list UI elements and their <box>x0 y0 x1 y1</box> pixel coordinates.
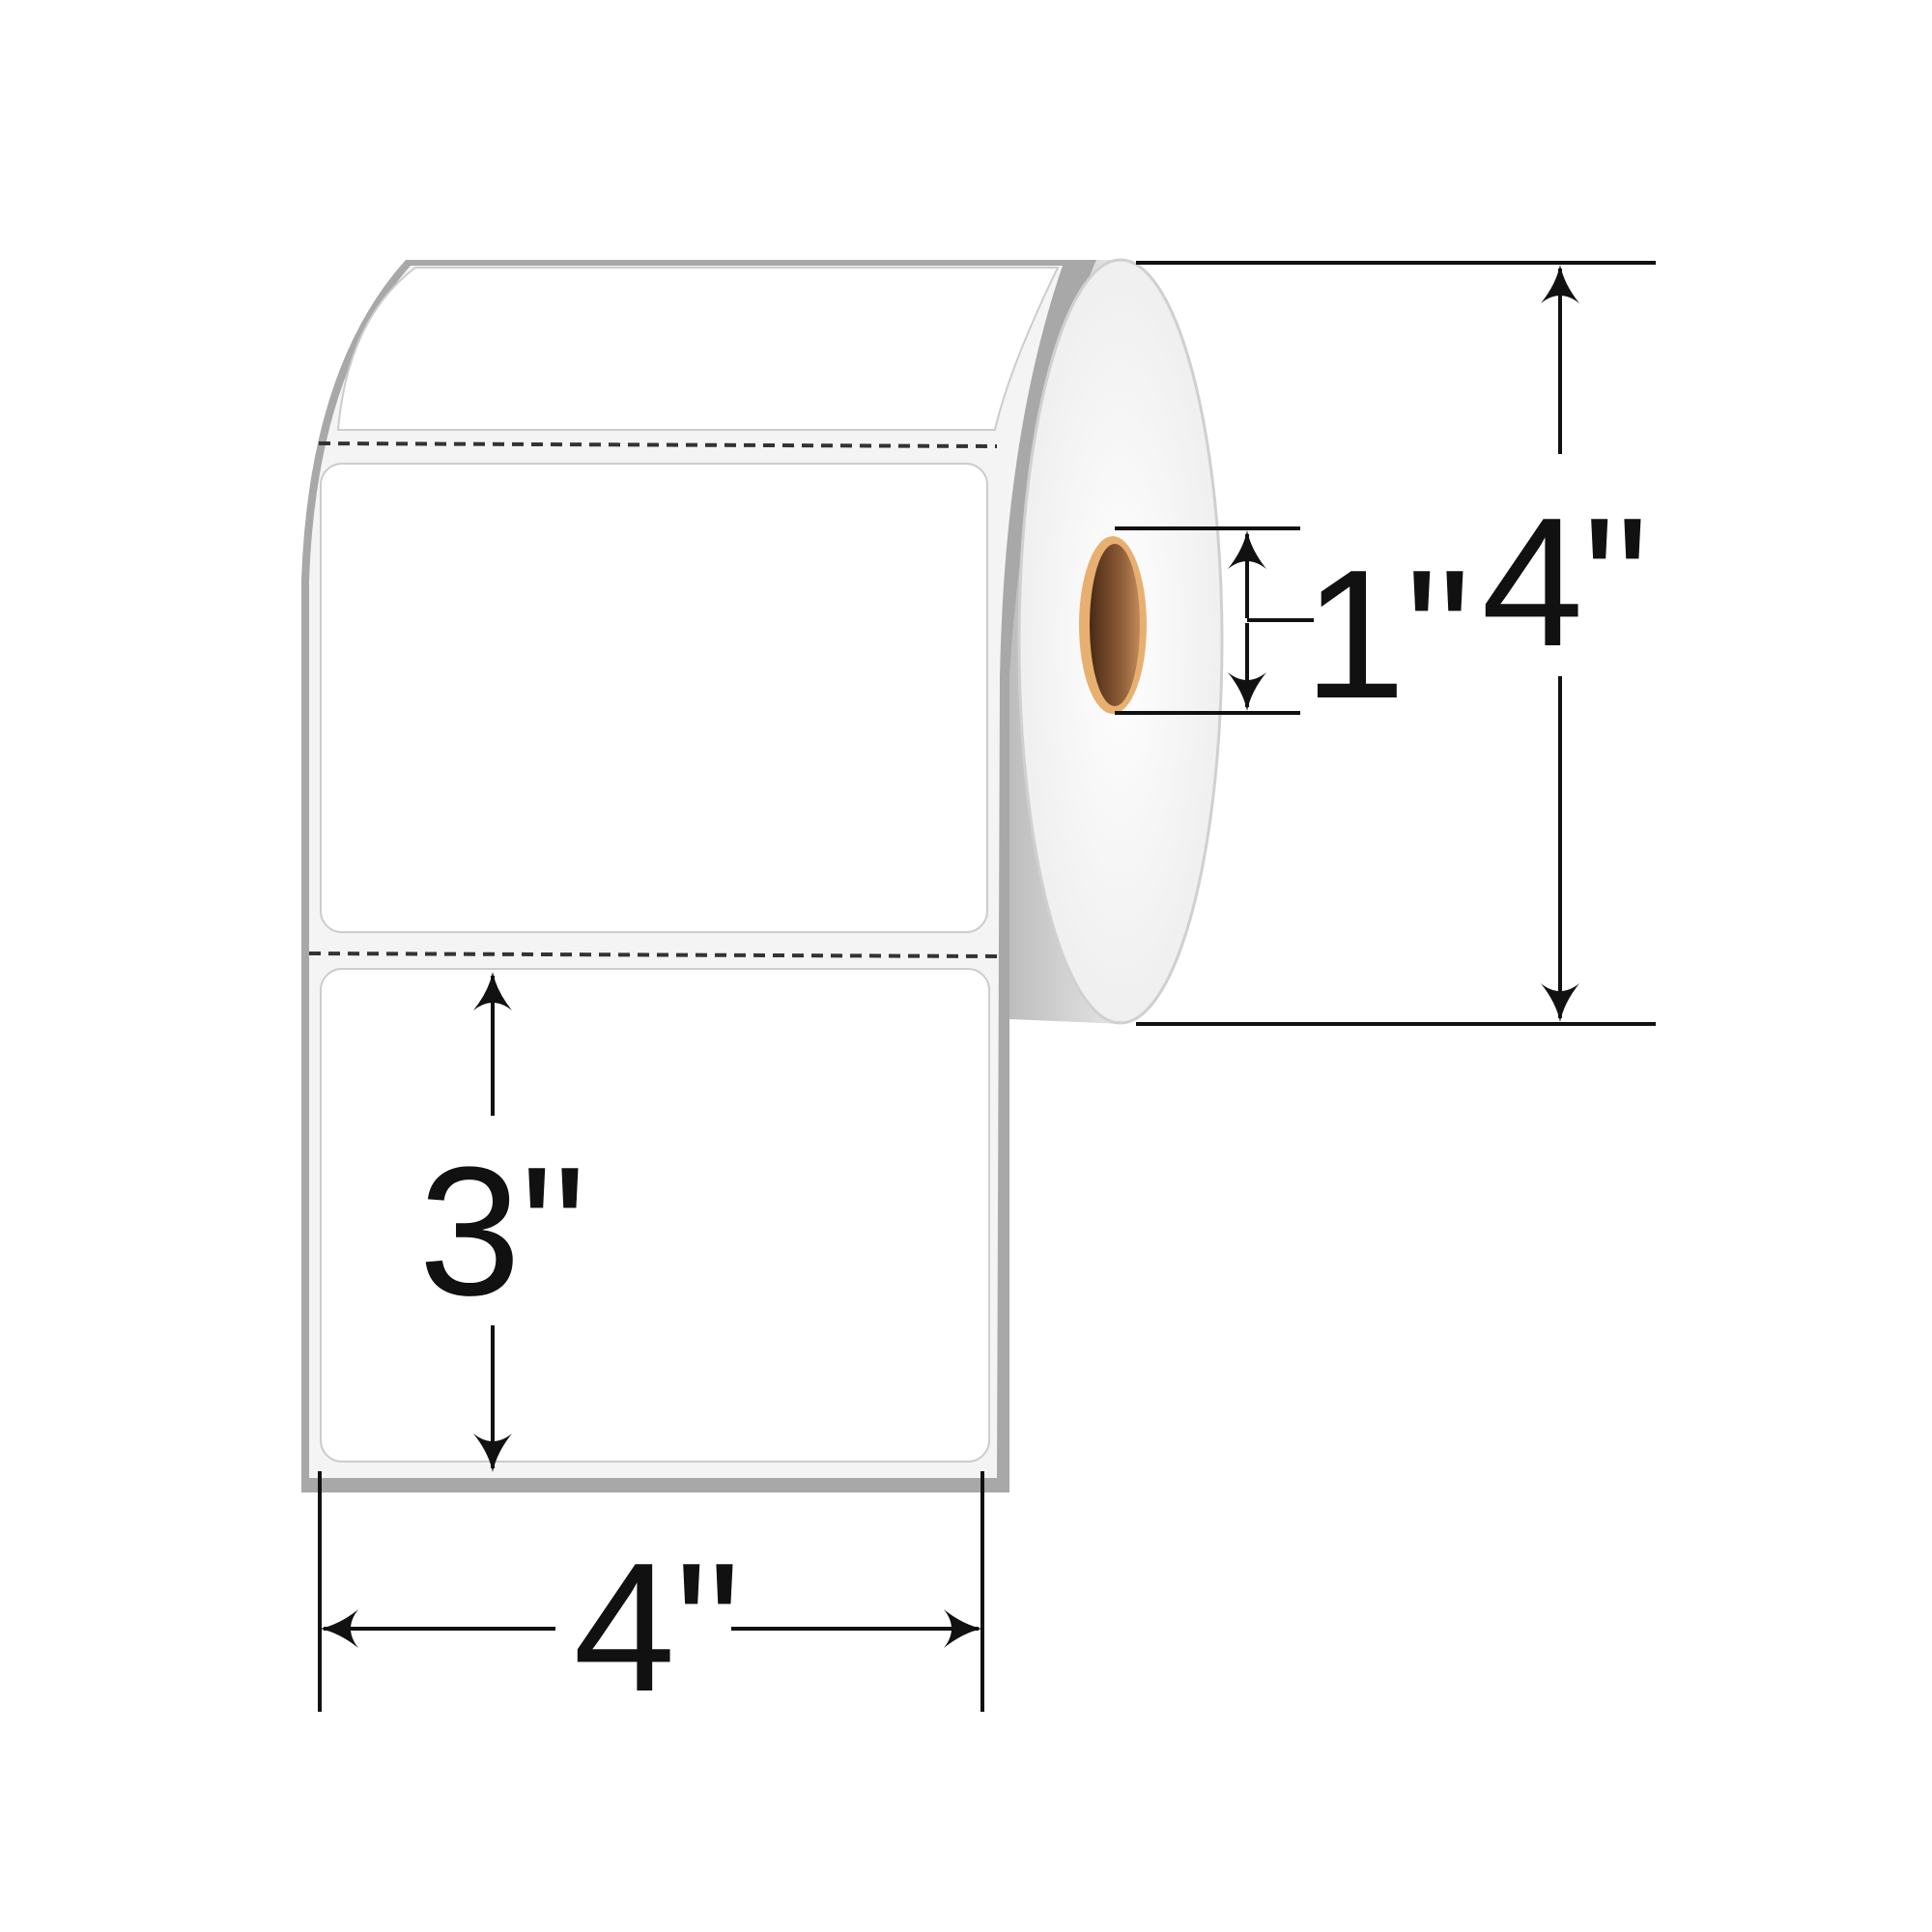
roll-diameter-label: 4" <box>1481 480 1648 685</box>
roll-width-dimension <box>318 1471 984 1712</box>
perforation-line <box>318 441 998 448</box>
roll-diameter-dimension <box>1136 261 1656 1026</box>
core-diameter-dimension <box>1115 526 1314 715</box>
label-roll <box>301 258 1224 1492</box>
core-hole <box>1090 544 1140 706</box>
core-diameter-label: 1" <box>1303 532 1470 737</box>
label-bottom <box>320 968 990 1463</box>
roll-width-label: 4" <box>573 1525 740 1730</box>
label-height-label: 3" <box>418 1129 585 1334</box>
label-top <box>336 267 1060 431</box>
label-middle <box>320 463 988 933</box>
